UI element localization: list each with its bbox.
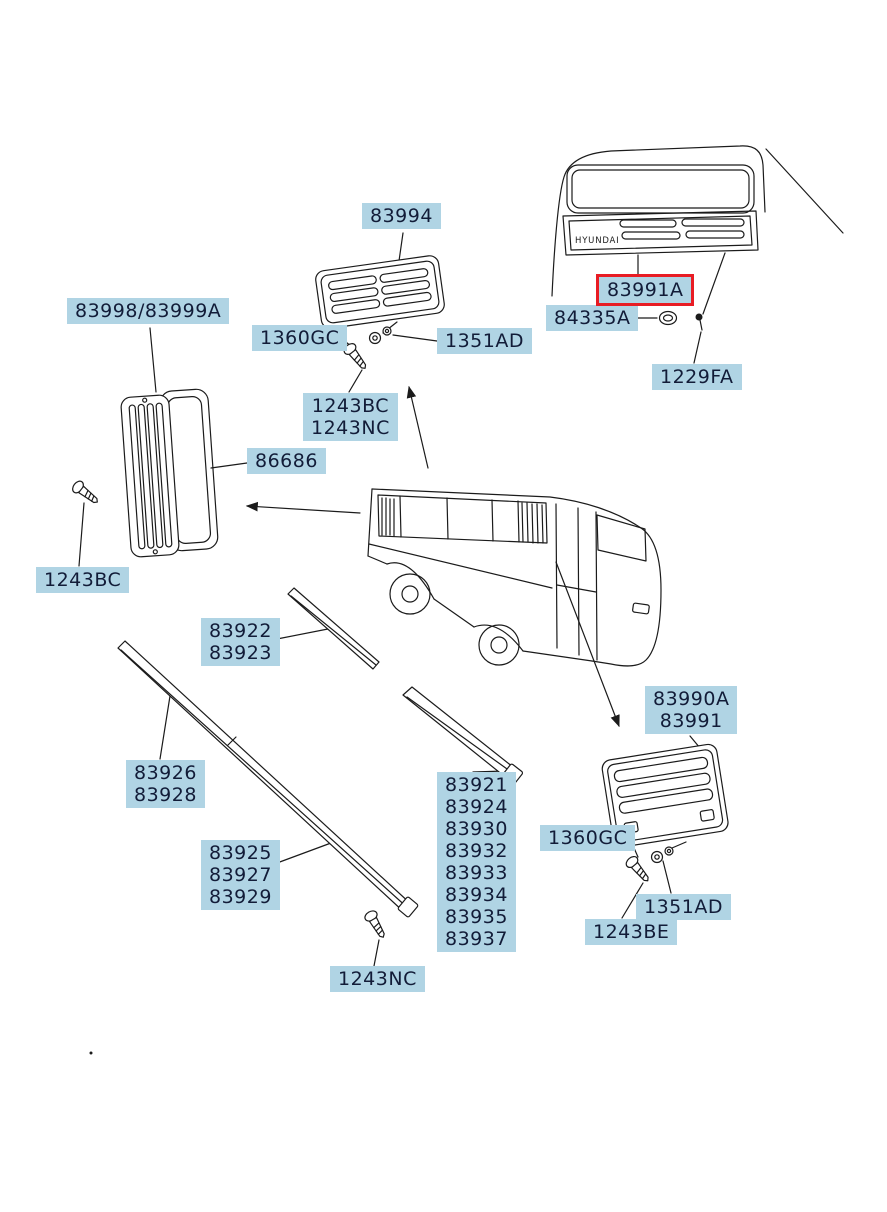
leader-lines <box>78 232 726 967</box>
part-label-84335A[interactable]: 84335A <box>546 305 639 331</box>
part-label-1243NC-lower[interactable]: 1243NC <box>330 966 425 992</box>
part-label-1243BC-left[interactable]: 1243BC <box>36 567 130 593</box>
part-label-1351AD-lower[interactable]: 1351AD <box>636 894 731 920</box>
part-number: 1243NC <box>311 417 390 439</box>
part-number: 83998/83999A <box>75 300 222 322</box>
part-number: 83922 <box>209 620 272 642</box>
part-number: 83994 <box>370 205 433 227</box>
part-number: 1243BE <box>593 921 670 943</box>
part-number: 83932 <box>445 840 508 862</box>
pin-1229FA <box>695 313 703 331</box>
part-label-83994[interactable]: 83994 <box>362 203 441 229</box>
part-label-1243BE[interactable]: 1243BE <box>585 919 678 945</box>
pointer-arrows <box>245 385 620 728</box>
part-number: 83924 <box>445 796 508 818</box>
grommet-84335A <box>658 310 678 326</box>
part-number: 83923 <box>209 642 272 664</box>
part-number: 83991 <box>659 710 723 732</box>
part-number: 1243BC <box>311 395 390 417</box>
part-label-1351AD-upper[interactable]: 1351AD <box>437 328 532 354</box>
strip-83922-83923 <box>287 587 380 670</box>
part-number: 1351AD <box>445 330 524 352</box>
strip-long-83925 <box>117 640 419 918</box>
part-number: 1229FA <box>660 366 734 388</box>
part-number: 83991A <box>607 279 684 301</box>
bus-side-view <box>367 488 662 667</box>
part-label-83998-83999A[interactable]: 83998/83999A <box>67 298 230 324</box>
part-number: 83927 <box>209 864 272 886</box>
part-number: 83933 <box>445 862 508 884</box>
part-number: 83929 <box>209 886 272 908</box>
part-label-86686[interactable]: 86686 <box>247 448 326 474</box>
grille-83994 <box>315 255 445 329</box>
part-number: 84335A <box>554 307 631 329</box>
page-dot <box>89 1051 93 1055</box>
part-number: 83990A <box>653 688 730 710</box>
part-number: 1243BC <box>44 569 122 591</box>
part-number: 1360GC <box>548 827 628 849</box>
part-label-1360GC-lower[interactable]: 1360GC <box>540 825 636 851</box>
part-number: 83921 <box>445 774 508 796</box>
part-label-1360GC-upper[interactable]: 1360GC <box>252 325 348 351</box>
part-number: 83928 <box>134 784 197 806</box>
grille-83998 <box>120 394 180 558</box>
part-label-83991A[interactable]: 83991A <box>596 274 695 306</box>
part-label-1229FA[interactable]: 1229FA <box>652 364 742 390</box>
part-number: 83930 <box>445 818 508 840</box>
part-number: 83934 <box>445 884 508 906</box>
hyundai-logo-text: HYUNDAI <box>575 236 619 246</box>
front-grille-band: HYUNDAI <box>562 210 759 256</box>
part-number: 1360GC <box>260 327 340 349</box>
part-number: 83937 <box>445 928 508 950</box>
bus-front-view: HYUNDAI <box>551 145 844 297</box>
part-number: 83935 <box>445 906 508 928</box>
part-number: 1243NC <box>338 968 417 990</box>
part-number: 83926 <box>134 762 197 784</box>
part-number: 83925 <box>209 842 272 864</box>
part-number: 1351AD <box>644 896 723 918</box>
part-number: 86686 <box>255 450 318 472</box>
